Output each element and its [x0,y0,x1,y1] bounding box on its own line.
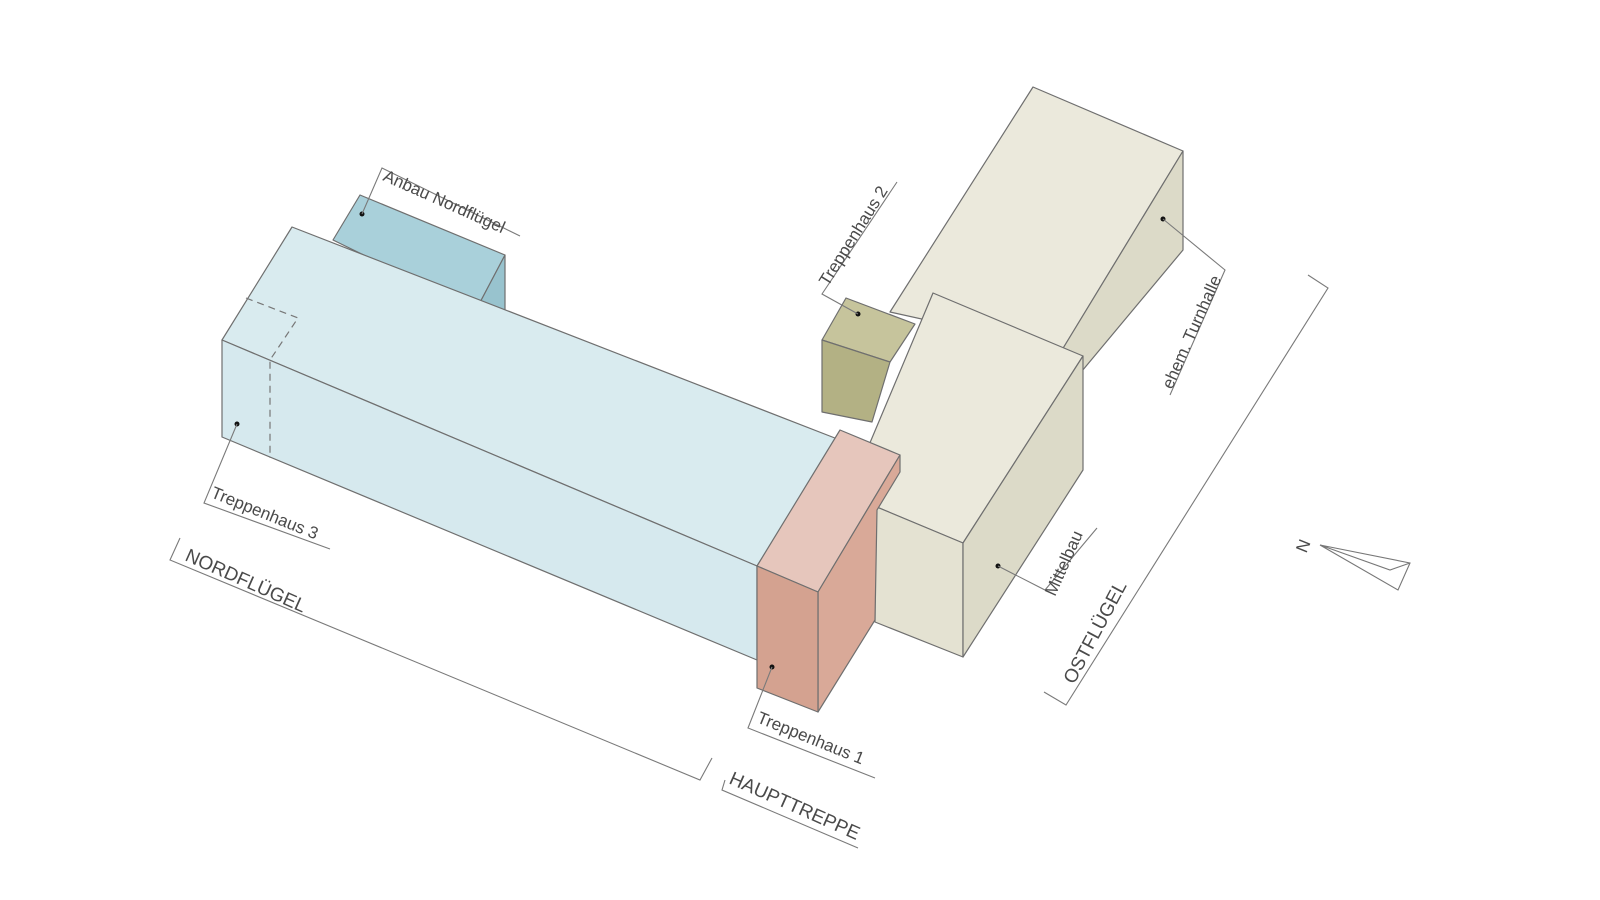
label-treppenhaus-3: Treppenhaus 3 [209,483,322,543]
label-treppenhaus-2: Treppenhaus 2 [815,183,891,290]
label-treppenhaus-1: Treppenhaus 1 [755,708,868,768]
mittelbau-block [847,292,1084,658]
nordfluegel-block [221,226,841,661]
label-haupttreppe: HAUPTTREPPE [726,768,863,844]
north-arrow-icon: N [1292,537,1411,591]
label-ehem-turnhalle: ehem. Turnhalle [1158,273,1225,392]
annotation-leaders [169,167,1329,849]
treppenhaus-1-block [756,429,901,713]
north-label: N [1292,537,1314,556]
label-mittelbau: Mittelbau [1041,528,1086,599]
label-ostfluegel: OSTFLÜGEL [1060,578,1132,688]
turnhalle-block [889,86,1184,396]
treppenhaus-2-block [821,297,916,423]
label-nordfluegel: NORDFLÜGEL [182,545,309,617]
